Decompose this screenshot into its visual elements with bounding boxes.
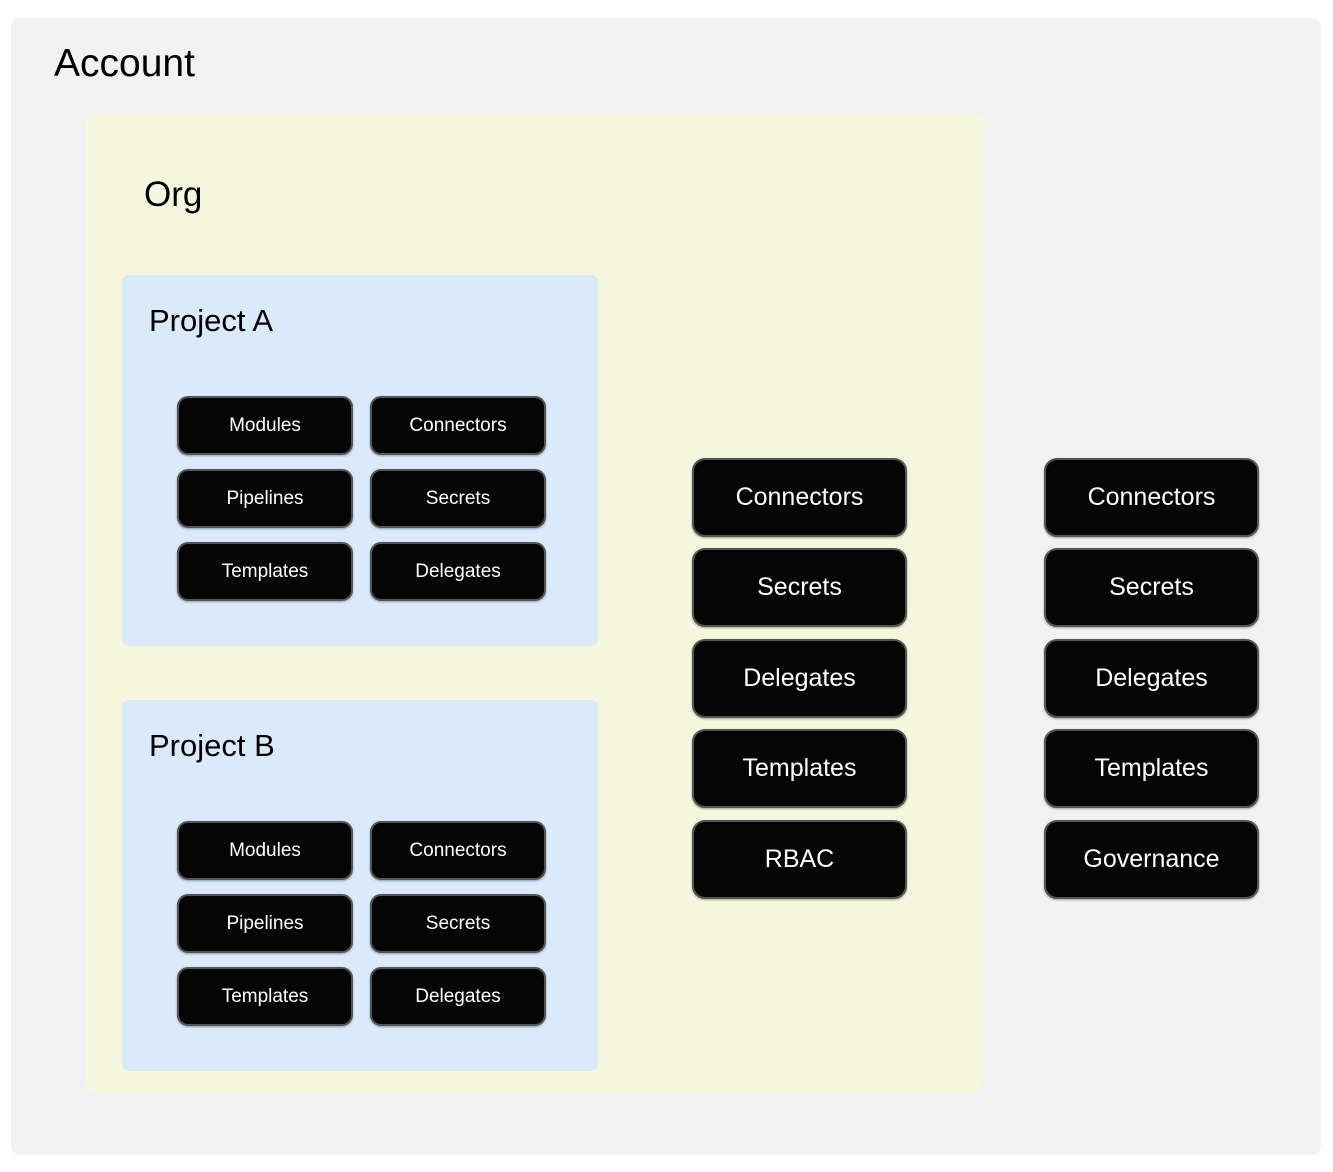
node-account-secrets[interactable]: Secrets <box>1044 548 1259 627</box>
node-org-templates[interactable]: Templates <box>692 729 907 808</box>
project-b-node-grid: Modules Connectors Pipelines Secrets Tem… <box>177 821 546 1041</box>
scope-title-account: Account <box>54 42 195 85</box>
node-account-templates[interactable]: Templates <box>1044 729 1259 808</box>
scope-project-b: Project B Modules Connectors Pipelines S… <box>122 700 598 1071</box>
node-account-connectors[interactable]: Connectors <box>1044 458 1259 537</box>
node-project-b-pipelines[interactable]: Pipelines <box>177 894 353 953</box>
node-org-secrets[interactable]: Secrets <box>692 548 907 627</box>
project-a-node-grid: Modules Connectors Pipelines Secrets Tem… <box>177 396 546 616</box>
node-project-a-templates[interactable]: Templates <box>177 542 353 601</box>
node-project-b-modules[interactable]: Modules <box>177 821 353 880</box>
scope-title-project-b: Project B <box>149 728 275 763</box>
node-project-a-secrets[interactable]: Secrets <box>370 469 546 528</box>
scope-project-a: Project A Modules Connectors Pipelines S… <box>122 275 598 646</box>
node-org-rbac[interactable]: RBAC <box>692 820 907 899</box>
scope-title-org: Org <box>144 175 203 214</box>
node-project-b-secrets[interactable]: Secrets <box>370 894 546 953</box>
node-project-a-delegates[interactable]: Delegates <box>370 542 546 601</box>
scope-account: Account Org Project A Modules Connectors… <box>11 18 1321 1155</box>
node-project-a-modules[interactable]: Modules <box>177 396 353 455</box>
node-project-b-connectors[interactable]: Connectors <box>370 821 546 880</box>
node-project-a-connectors[interactable]: Connectors <box>370 396 546 455</box>
node-project-b-delegates[interactable]: Delegates <box>370 967 546 1026</box>
node-project-b-templates[interactable]: Templates <box>177 967 353 1026</box>
node-org-delegates[interactable]: Delegates <box>692 639 907 718</box>
scope-title-project-a: Project A <box>149 303 274 338</box>
node-account-delegates[interactable]: Delegates <box>1044 639 1259 718</box>
node-account-governance[interactable]: Governance <box>1044 820 1259 899</box>
node-project-a-pipelines[interactable]: Pipelines <box>177 469 353 528</box>
node-org-connectors[interactable]: Connectors <box>692 458 907 537</box>
